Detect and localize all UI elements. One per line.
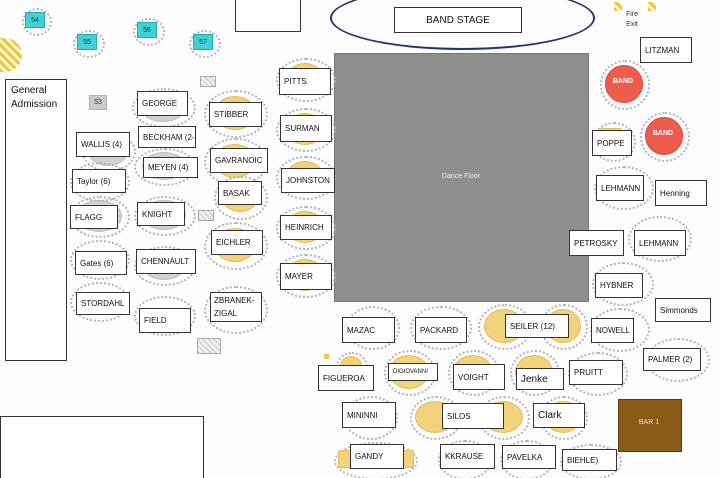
band-table[interactable] [605,65,643,103]
band-stage-label: BAND STAGE [394,7,522,33]
bar-counter [618,399,682,452]
table-seats [134,196,196,236]
table-seats [600,60,650,110]
name-label-pitts[interactable]: PITTS [279,68,331,95]
table-57[interactable]: 57 [193,34,213,50]
name-label-palmer[interactable]: PALMER (2) [643,348,701,371]
name-label-surman[interactable]: SURMAN [280,115,332,142]
name-label-stordahl[interactable]: STORDAHL [76,292,130,315]
name-label-digiovanni[interactable]: DIGIOVANNI [388,363,438,381]
table-seats [410,306,472,350]
name-label-meyen[interactable]: MEYEN (4) [143,157,198,178]
name-label-stibber[interactable]: STIBBER [209,102,262,127]
table-seats [73,30,105,58]
table-seats [334,442,418,478]
name-label-lehmann-2[interactable]: LEHMANN [634,230,686,256]
name-label-basak[interactable]: BASAK [218,181,262,205]
name-label-gavranoic[interactable]: GAVRANOIC [210,148,268,173]
table-seats [133,18,165,46]
name-label-mazac[interactable]: MAZAC [342,317,395,343]
name-label-gandy[interactable]: GANDY [350,444,404,469]
table-seats [560,444,622,478]
name-label-packard[interactable]: PACKARD [415,317,467,343]
table-seats [276,156,336,200]
table-seats [592,262,654,306]
fire-exit-label: Fire Exit [625,11,639,28]
name-label-biehle[interactable]: BIEHLE) [562,449,617,471]
name-label-jenke[interactable]: Jenke [516,368,564,390]
name-label-gates[interactable]: Gates (6) [75,251,127,275]
fire-exit-marker [648,2,656,11]
fire-exit-marker [614,2,622,11]
pillar [200,76,216,87]
table-seats [276,108,336,152]
band-table[interactable] [645,117,683,155]
table-53[interactable]: 53 [89,95,107,110]
name-label-heinrich[interactable]: HEINRICH [280,215,332,240]
name-label-seiler[interactable]: SEILER (12) [505,314,569,338]
band-label: BAND [652,130,674,137]
name-label-henning[interactable]: Henning [655,180,707,206]
name-label-chennault[interactable]: CHENNAULT [136,249,196,274]
name-label-poppe[interactable]: POPPE [592,130,632,156]
name-label-taylor[interactable]: Taylor (6) [72,169,126,193]
name-label-beckham[interactable]: BECKHAM (2- [138,126,196,148]
name-label-george[interactable]: GEORGE [137,91,188,116]
name-label-mayer[interactable]: MAYER [280,263,332,290]
table-seats [204,222,268,270]
table-seats [134,296,196,336]
table-seats [628,216,692,262]
bar-label: BAR 1 [638,419,660,426]
name-label-silos[interactable]: SILOS [442,403,504,429]
name-label-nowell[interactable]: NOWELL [591,318,634,343]
table-seats [70,162,130,202]
bottom-wall-box [0,416,204,478]
table-seats [204,90,268,138]
dance-floor-label: Dance Floor [441,173,481,180]
table-seats [22,8,52,36]
name-label-pruitt[interactable]: PRUITT [569,360,623,385]
table-seats [70,240,130,280]
table-seats [276,254,336,298]
name-label-field[interactable]: FIELD [139,308,191,333]
name-label-johnston[interactable]: JOHNSTON [281,168,335,193]
name-label-pavelka[interactable]: PAVELKA [502,445,556,469]
general-admission-area [5,79,67,361]
name-label-simmonds[interactable]: Simmonds [655,298,711,322]
pillar [197,338,221,354]
name-label-flagg[interactable]: FLAGG [70,205,118,229]
name-label-litzman[interactable]: LITZMAN [640,37,692,63]
table-54[interactable]: 54 [25,12,45,28]
name-label-hybner[interactable]: HYBNER [595,273,643,298]
pillar [198,210,214,221]
table-seats [276,58,336,102]
name-label-kkrause[interactable]: KKRAUSE [440,444,495,469]
table-seats [276,206,336,250]
band-label: BAND [612,78,634,85]
name-label-figueroa[interactable]: FIGUEROA [318,365,374,391]
marker-dot [324,354,329,359]
name-label-voight[interactable]: VOIGHT [453,364,505,390]
name-label-mininni[interactable]: MININNI [342,402,396,428]
name-label-eichler[interactable]: EICHLER [211,230,263,255]
table-seats [204,286,268,334]
table-seats [594,166,654,210]
entrance-marker [0,38,22,72]
name-label-clark[interactable]: Clark [533,403,585,428]
name-label-petrosky[interactable]: PETROSKY [569,230,624,256]
name-label-lehmann-1[interactable]: LEHMANN [596,175,644,201]
general-admission-label: General Admission [11,85,58,110]
name-label-knight[interactable]: KNIGHT [137,202,185,226]
wall-box [235,0,301,32]
name-label-zbranek-zigal[interactable]: ZBRANEK-ZIGAL [210,292,262,322]
table-seats [214,176,268,220]
table-56[interactable]: 56 [137,22,157,38]
table-seats [189,30,221,58]
table-seats [640,112,690,162]
name-label-wallis[interactable]: WALLIS (4) [76,132,130,157]
zbranek-zigal-text: ZBRANEK-ZIGAL [214,296,255,318]
table-55[interactable]: 55 [77,34,97,50]
